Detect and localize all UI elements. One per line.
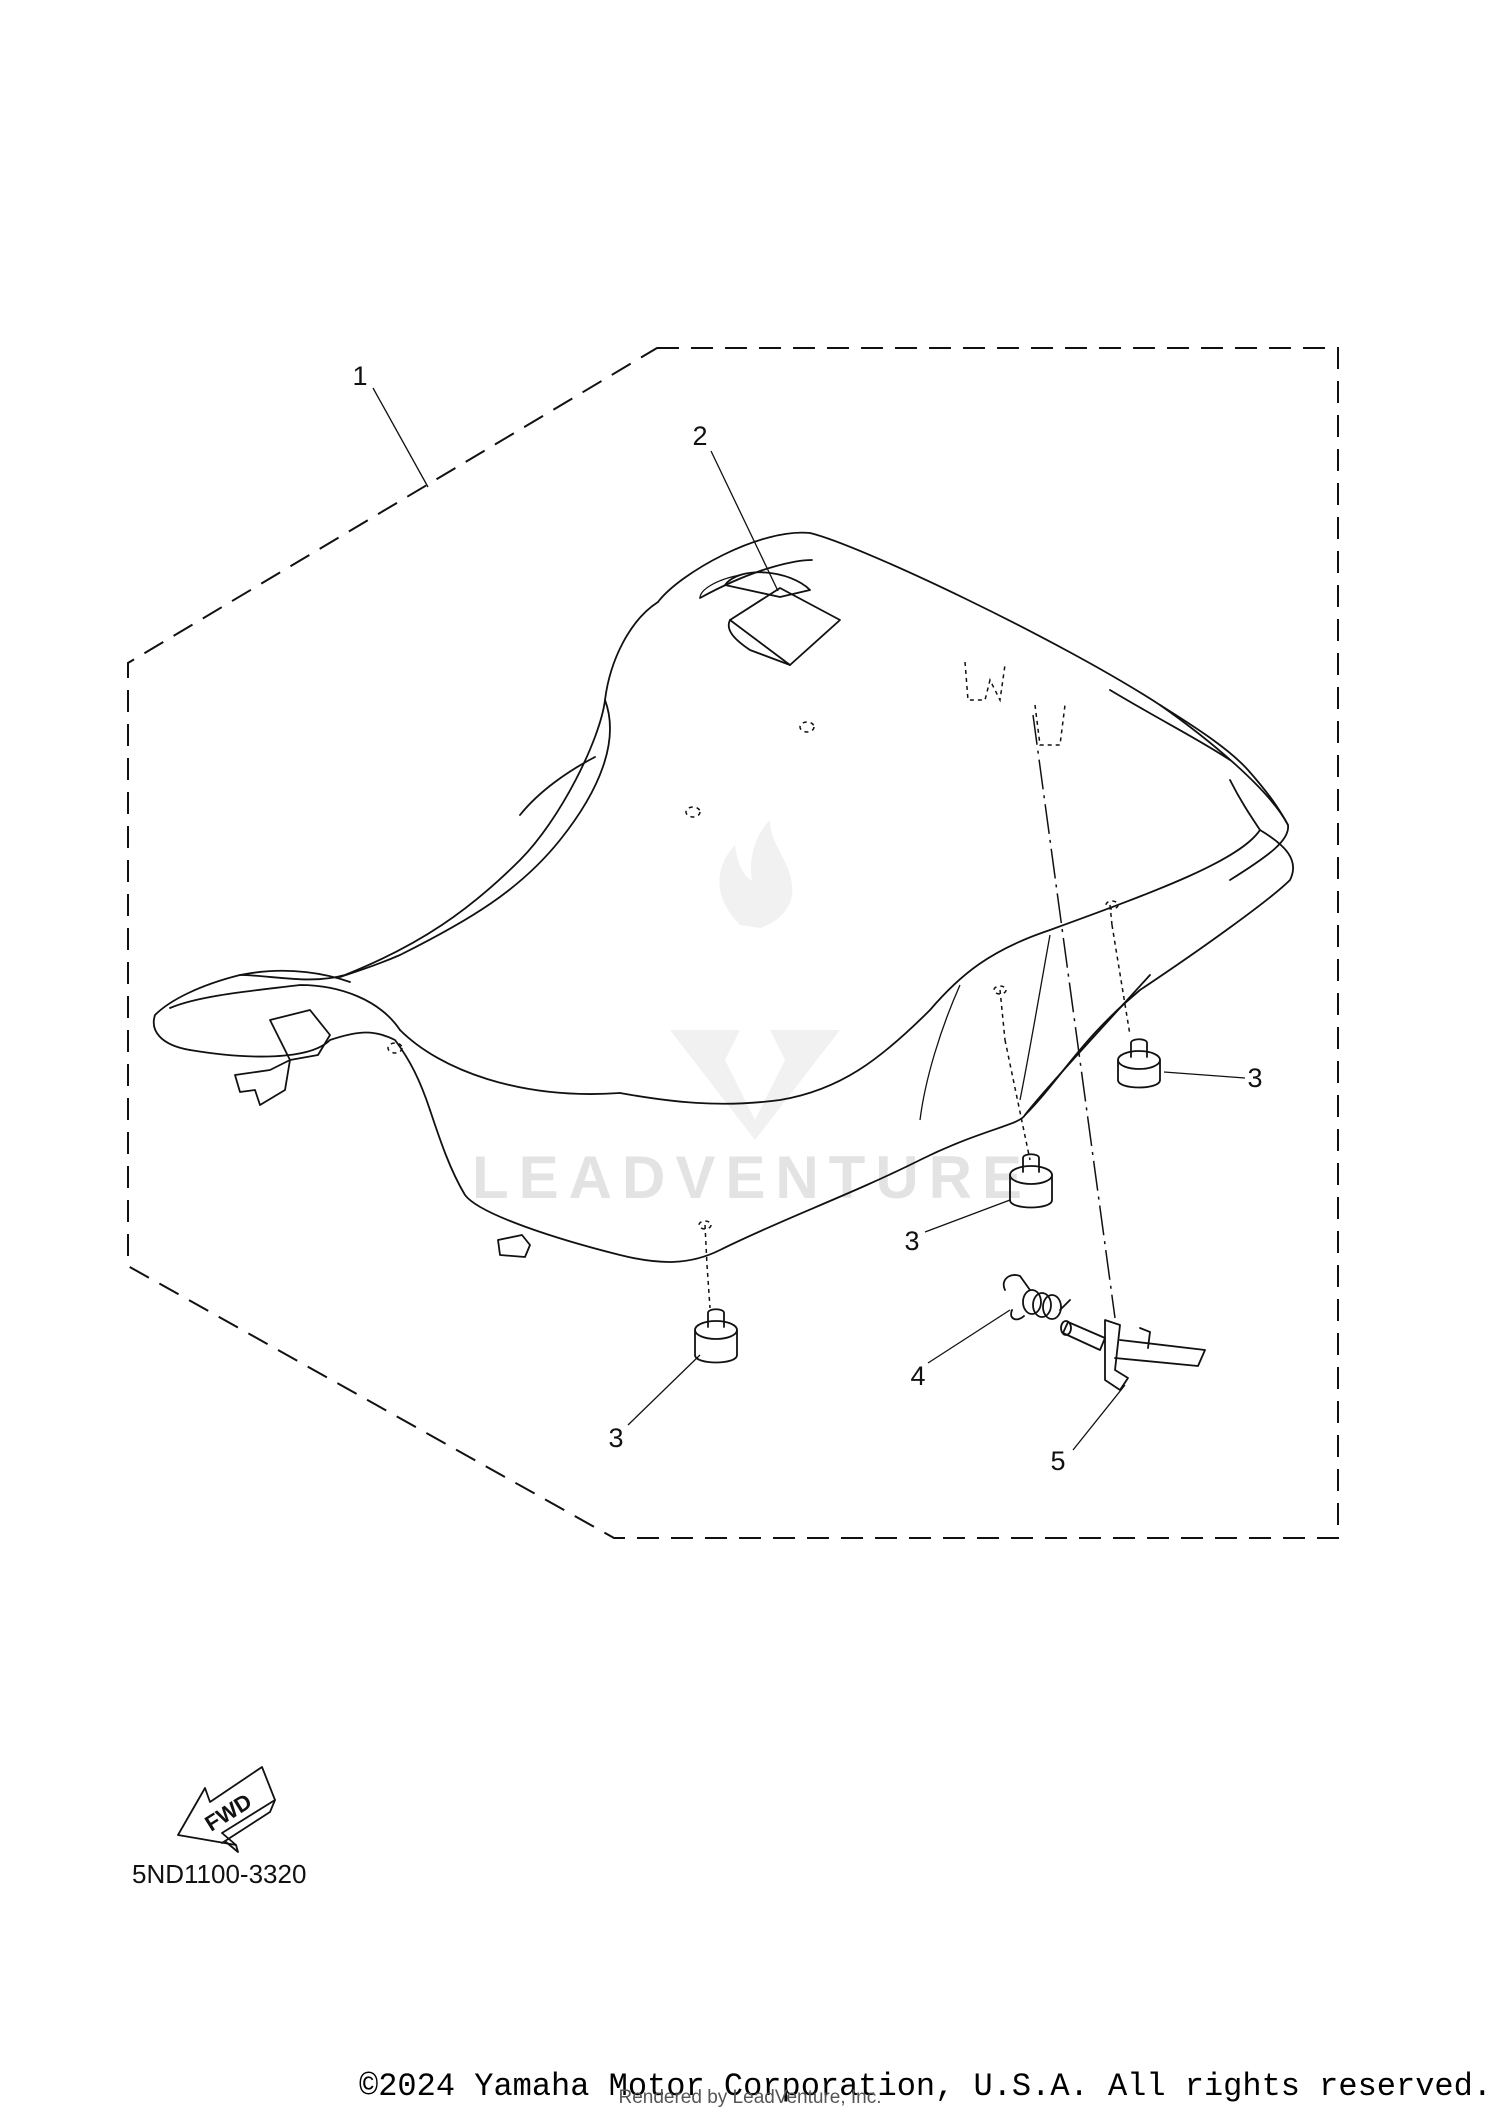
copyright-notice: ©2024 Yamaha Motor Corporation, U.S.A. A… <box>359 2068 1492 2105</box>
seat-assembly <box>152 531 1295 1309</box>
callout-3-middle: 3 <box>904 1226 919 1256</box>
leader-lines <box>372 387 1246 1451</box>
assembly-centerline <box>1032 714 1116 1319</box>
latch-pin-part-5 <box>1060 1319 1206 1391</box>
spring-part-4 <box>1002 1274 1071 1321</box>
rendered-by-note: Rendered by LeadVenture, Inc. <box>618 2087 882 2108</box>
fwd-arrow-icon: FWD <box>177 1766 276 1853</box>
diagram-code: 5ND1100-3320 <box>132 1859 306 1889</box>
watermark-text: LEADVENTURE <box>472 1144 1032 1211</box>
callout-5: 5 <box>1050 1446 1065 1476</box>
assembly-boundary <box>127 347 1339 1539</box>
callout-1: 1 <box>352 361 367 391</box>
callout-3-lower: 3 <box>608 1423 623 1453</box>
damper-part-3-upper <box>1117 1038 1161 1089</box>
callout-2: 2 <box>692 421 707 451</box>
callout-4: 4 <box>910 1361 925 1391</box>
damper-part-3-lower <box>694 1308 738 1364</box>
callout-3-upper: 3 <box>1247 1063 1262 1093</box>
